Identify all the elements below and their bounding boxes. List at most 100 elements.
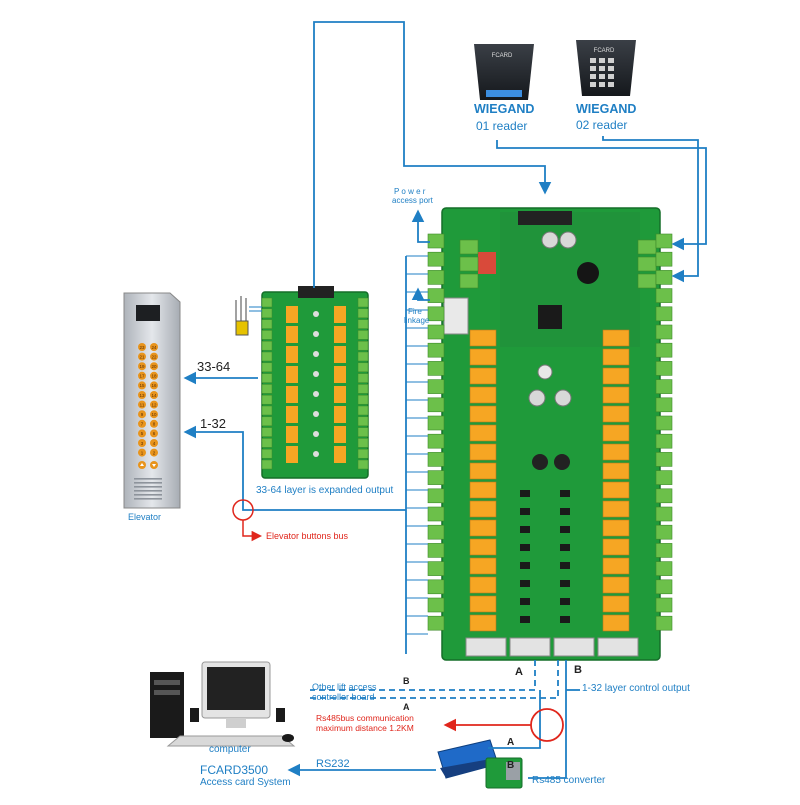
elevator-floor-button-label: 16 (151, 383, 157, 388)
relay (469, 367, 497, 385)
elevator-floor-button (150, 400, 158, 409)
elevator-floor-button-label: 5 (141, 431, 144, 436)
grille-slot (134, 494, 162, 496)
grille-slot (134, 498, 162, 500)
terminal-block (357, 330, 369, 340)
power-port-label-line2: access port (392, 196, 433, 205)
grille-slot (134, 478, 162, 480)
power-port-label-line1: P o w e r (394, 187, 426, 196)
capacitor (313, 331, 319, 337)
wiegand-reader-02: FCARD (576, 40, 636, 96)
elevator-floor-button-label: 4 (153, 441, 156, 446)
expansion-board (261, 286, 369, 479)
relay (469, 443, 497, 461)
relay (602, 614, 630, 632)
terminal-block (427, 561, 445, 576)
terminal-block (427, 579, 445, 595)
terminal-block (261, 308, 273, 319)
terminal-block (261, 448, 273, 459)
terminal-block (655, 342, 673, 358)
terminal-block (261, 394, 273, 405)
terminal-block (655, 615, 673, 631)
terminal-block (655, 270, 673, 285)
terminal-block (357, 438, 369, 448)
elevator-floor-button (138, 439, 146, 447)
elevator-floor-button (138, 400, 146, 409)
grille-slot (134, 482, 162, 484)
terminal-block (427, 597, 445, 613)
capacitor (313, 451, 319, 457)
elevator-floor-button-label: 7 (141, 422, 144, 427)
terminal-block (655, 470, 673, 485)
relay (469, 595, 497, 613)
elevator-floor-button (150, 381, 158, 390)
elevator-floor-button (138, 362, 146, 371)
grille-slot (134, 486, 162, 488)
computer-label: computer (209, 744, 251, 755)
relay (334, 386, 346, 403)
buzzer-icon (577, 262, 599, 284)
range-low-label: 1-32 (200, 416, 227, 431)
terminal-block (655, 233, 673, 249)
elevator-floor-button (150, 439, 158, 447)
chip-icon (538, 305, 562, 329)
elevator-floor-button (150, 410, 158, 419)
elevator-floor-button-label: 9 (141, 412, 144, 417)
elevator-floor-button-label: 6 (153, 431, 156, 436)
wiegand-reader-01: FCARD (474, 44, 534, 100)
terminal-block (261, 330, 273, 340)
computer-icon (150, 661, 296, 747)
terminal-block (655, 306, 673, 322)
relay (286, 446, 298, 463)
elevator-floor-button-label: 12 (151, 402, 157, 407)
elevator-floor-button-label: 24 (151, 345, 157, 350)
terminal-block (655, 415, 673, 431)
terminal-block (655, 543, 673, 558)
terminal-block (261, 373, 273, 383)
reader-01-title: WIEGAND (474, 102, 535, 116)
relay (469, 576, 497, 594)
terminal-block (459, 256, 479, 272)
reader-02-title: WIEGAND (576, 102, 637, 116)
terminal-block (637, 239, 657, 255)
elevator-floor-button-label: 3 (141, 441, 144, 446)
layer-output-label: 1-32 layer control output (582, 683, 690, 694)
capacitor (313, 311, 319, 317)
terminal-block (655, 561, 673, 576)
relay (469, 557, 497, 575)
relay (334, 446, 346, 463)
relay (334, 406, 346, 423)
elevator-floor-button-label: 17 (139, 374, 145, 379)
terminal-block (655, 452, 673, 467)
terminal-block (261, 319, 273, 329)
terminal-block (655, 579, 673, 595)
terminal-block (427, 288, 445, 303)
relay (334, 306, 346, 323)
terminal-block (357, 351, 369, 362)
small-chip (520, 508, 530, 515)
terminal-block (357, 394, 369, 405)
terminal-block (261, 405, 273, 416)
relay (602, 443, 630, 461)
terminal-block (427, 379, 445, 394)
relay (286, 366, 298, 383)
terminal-block (427, 251, 445, 267)
capacitor-icon (541, 231, 559, 249)
small-chip (520, 544, 530, 551)
terminal-block (655, 324, 673, 340)
terminal-block (261, 362, 273, 373)
relay (286, 346, 298, 363)
terminal-block (655, 288, 673, 303)
elevator-floor-button-label: 2 (153, 450, 156, 455)
elevator-door-buttons (138, 461, 158, 469)
wire-b-label-3: B (507, 760, 515, 771)
terminal-block (427, 233, 445, 249)
terminal-block (357, 319, 369, 329)
elevator-floor-button (150, 352, 158, 361)
keypad-key (599, 66, 605, 71)
terminal-block (427, 524, 445, 540)
door-sensor-icon (235, 296, 262, 336)
terminal-block (655, 597, 673, 613)
terminal-block (261, 351, 273, 362)
